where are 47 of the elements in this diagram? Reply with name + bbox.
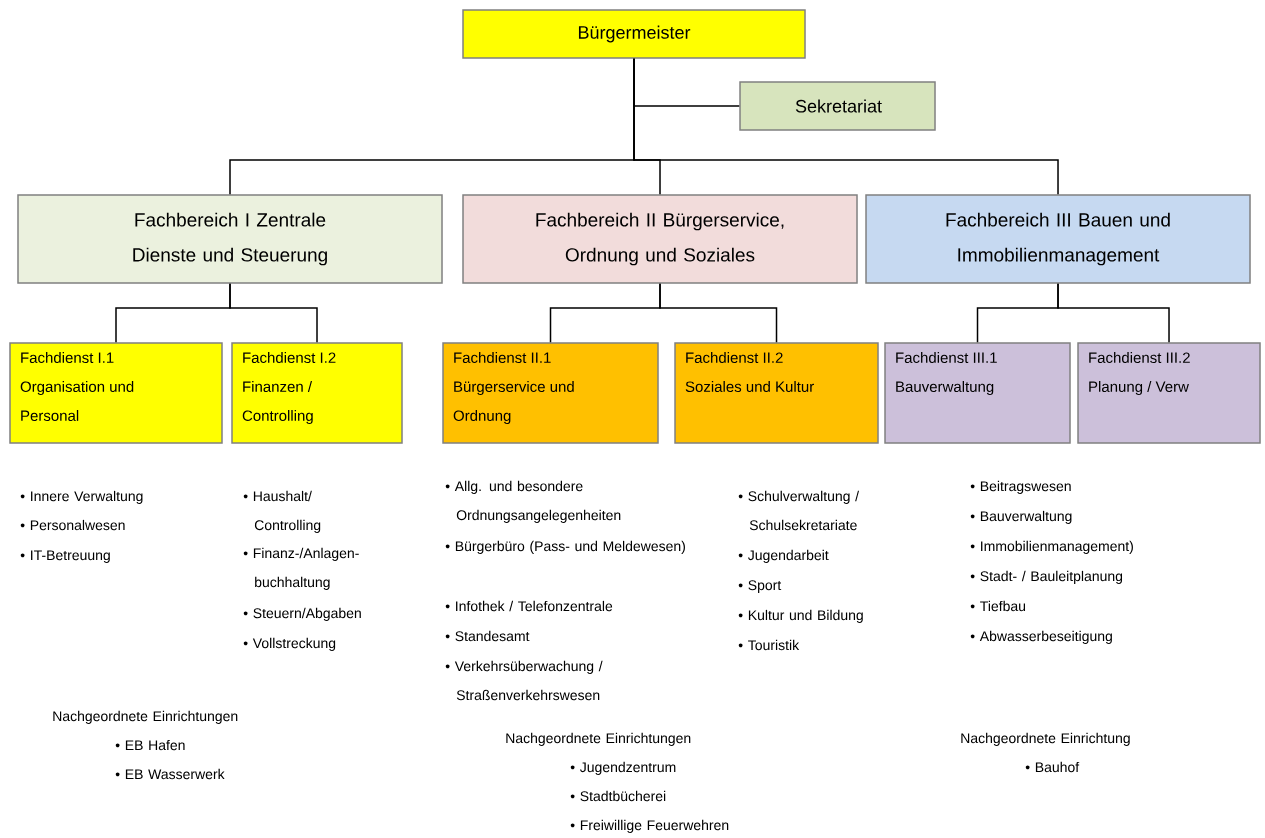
list-item: • Infothek / Telefonzentrale [445,600,613,612]
list-item: • Bürgerbüro (Pass- und Meldewesen) [445,540,685,554]
list-item: • Haushalt/ Controlling [243,490,321,533]
list-item: • Bauverwaltung [970,510,1072,524]
list-item: • Jugendzentrum [570,761,676,775]
connector-line [229,283,318,343]
service-box: Fachdienst III.2 Planung / Verw [1077,342,1261,444]
service-box: Fachdienst II.2 Soziales und Kultur [674,342,879,444]
list-item: • Kultur und Bildung [738,609,863,623]
list-item: • Vollstreckung [243,637,336,651]
list-item: • Standesamt [445,630,530,642]
service-box: Fachdienst III.1 Bauverwaltung [884,342,1071,444]
list-item: • Stadtbücherei [570,790,666,802]
department-box: Fachbereich II Bürgerservice, Ordnung und Soziales [462,194,858,284]
list-item: • Sport [738,580,782,593]
list-item: • Immobilienmanagement) [970,540,1133,554]
list-item: • Finanz-/Anlagen- buchhaltung [243,547,359,590]
list-item: • Personalwesen [20,519,125,531]
list-item: • Innere Verwaltung [20,490,143,504]
list-item: • Freiwillige Feuerwehren [570,819,729,833]
list-item: • Tiefbau [970,600,1026,612]
service-box: Fachdienst I.2 Finanzen / Controlling [231,342,403,444]
list-item: • Abwasserbeseitigung [970,630,1112,644]
list-item: • Verkehrsüberwachung / Straßenverkehrswesen [445,660,603,701]
department-box: Fachbereich I Zentrale Dienste und Steuerung [17,194,443,284]
service-box: Fachdienst II.1 Bürgerservice und Ordnung [442,342,659,444]
list-item: • EB Hafen [115,739,185,751]
department-box: Bürgermeister [462,9,806,59]
section-heading: Nachgeordnete Einrichtungen [506,732,691,746]
list-item: • Jugendarbeit [738,549,829,563]
list-item: • IT-Betreuung [20,550,110,563]
section-heading: Nachgeordnete Einrichtung [961,732,1130,746]
service-box: Fachdienst I.1 Organisation und Personal [9,342,223,444]
connector-line [633,58,1059,195]
department-box: Sekretariat [739,81,936,131]
list-item: • EB Wasserwerk [115,768,225,780]
list-item: • Bauhof [1025,761,1080,773]
connector-line [1057,283,1170,343]
list-item: • Stadt- / Bauleitplanung [970,570,1123,584]
list-item: • Beitragswesen [970,480,1071,494]
list-item: • Schulverwaltung / Schulsekretariate [738,490,860,531]
department-box: Fachbereich III Bauen und Immobilienmanagement [865,194,1251,284]
connector-line [659,283,778,343]
list-item: • Allg. und besondere Ordnungsangelegenheiten [445,480,621,523]
section-heading: Nachgeordnete Einrichtungen [53,710,238,724]
list-item: • Touristik [738,639,800,651]
list-item: • Steuern/Abgaben [243,607,361,621]
